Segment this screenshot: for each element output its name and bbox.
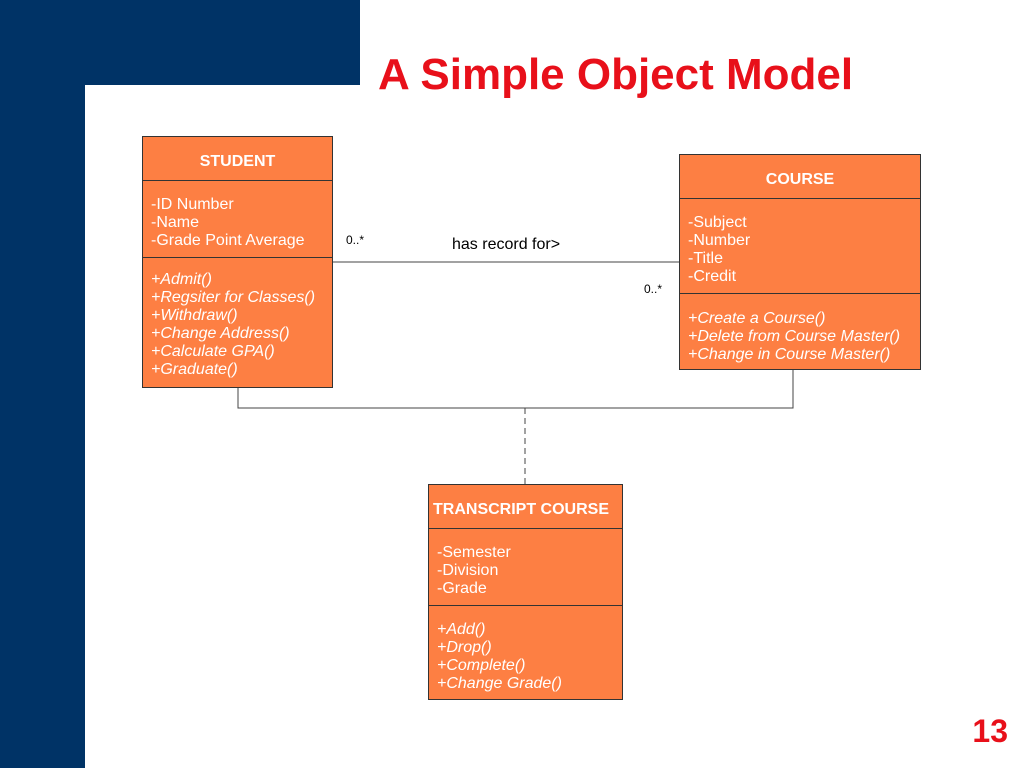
class-name: COURSE	[680, 155, 920, 199]
side-bar	[0, 0, 85, 768]
class-operations: +Admit() +Regsiter for Classes() +Withdr…	[143, 258, 332, 379]
class-attributes: -Subject -Number -Title -Credit	[680, 199, 920, 294]
association-class-link	[237, 370, 794, 409]
class-course: COURSE -Subject -Number -Title -Credit +…	[679, 154, 921, 370]
slide-title: A Simple Object Model	[378, 50, 854, 99]
operation: +Calculate GPA()	[151, 343, 275, 360]
class-operations: +Create a Course() +Delete from Course M…	[680, 294, 920, 364]
operation: +Create a Course()	[688, 310, 826, 327]
class-name: TRANSCRIPT COURSE	[429, 485, 622, 529]
operation: +Change in Course Master()	[688, 346, 891, 363]
page-number: 13	[972, 713, 1008, 749]
class-attributes: -Semester -Division -Grade	[429, 529, 622, 606]
class-operations: +Add() +Drop() +Complete() +Change Grade…	[429, 606, 622, 693]
class-student: STUDENT -ID Number -Name -Grade Point Av…	[142, 136, 333, 388]
class-transcript-course: TRANSCRIPT COURSE -Semester -Division -G…	[428, 484, 623, 700]
operation: +Drop()	[437, 639, 492, 656]
multiplicity-course: 0..*	[644, 282, 663, 296]
attribute: -Division	[437, 562, 499, 579]
attribute: -Credit	[688, 268, 737, 285]
attribute: -Grade Point Average	[151, 232, 305, 249]
attribute: -Number	[688, 232, 751, 249]
operation: +Graduate()	[151, 361, 238, 378]
multiplicity-student: 0..*	[346, 233, 365, 247]
association-label: has record for>	[452, 236, 561, 253]
operation: +Withdraw()	[151, 307, 238, 324]
operation: +Change Grade()	[437, 675, 562, 692]
top-bar	[0, 0, 360, 85]
operation: +Regsiter for Classes()	[151, 289, 316, 306]
operation: +Complete()	[437, 657, 526, 674]
attribute: -Name	[151, 214, 200, 231]
attribute: -Title	[688, 250, 723, 267]
class-attributes: -ID Number -Name -Grade Point Average	[143, 181, 332, 258]
operation: +Admit()	[151, 271, 212, 288]
attribute: -Subject	[688, 214, 747, 231]
operation: +Delete from Course Master()	[688, 328, 901, 345]
operation: +Change Address()	[151, 325, 290, 342]
class-name: STUDENT	[143, 137, 332, 181]
operation: +Add()	[437, 621, 486, 638]
attribute: -Grade	[437, 580, 487, 597]
attribute: -ID Number	[151, 196, 234, 213]
attribute: -Semester	[437, 544, 511, 561]
